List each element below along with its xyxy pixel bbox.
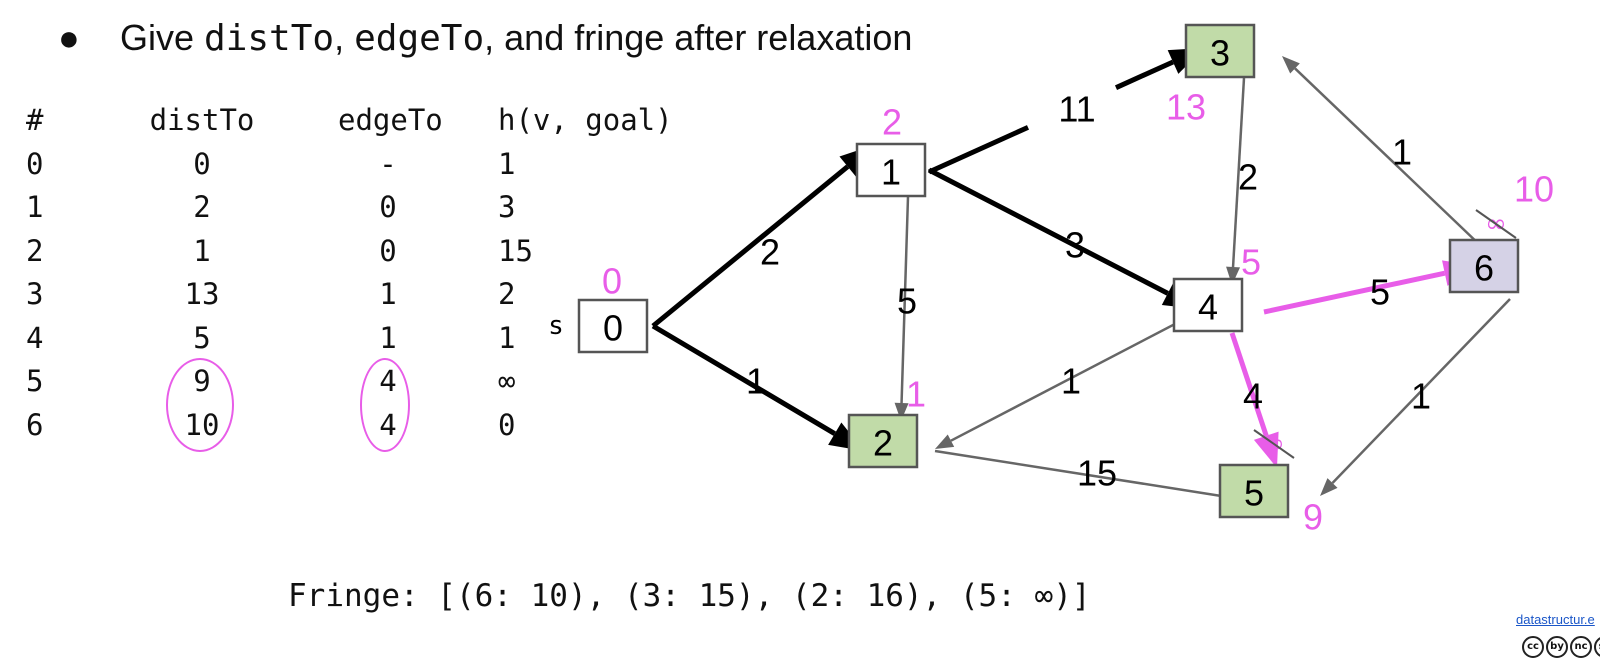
table-cell: 1 bbox=[498, 146, 516, 181]
table-cell: 13 bbox=[184, 277, 220, 311]
node-dist-label: 1 bbox=[906, 374, 926, 415]
edge-4-5: 4 bbox=[1229, 332, 1279, 468]
table-cell: 1 bbox=[26, 190, 44, 224]
edge-weight-label: 5 bbox=[897, 281, 917, 322]
fringe-text: Fringe: [(6: 10), (3: 15), (2: 16), (5: … bbox=[288, 578, 1091, 614]
table-cell: 1 bbox=[379, 320, 397, 355]
table-header: distTo bbox=[149, 103, 255, 137]
cc-license-badge: ccbyncsa bbox=[1522, 636, 1600, 658]
edge-2-5: 15 bbox=[934, 449, 1247, 505]
code-edgeto: edgeTo bbox=[354, 18, 485, 59]
edgeto-circle bbox=[360, 358, 410, 452]
table-cell: 0 bbox=[498, 407, 516, 442]
table-cell: 0 bbox=[379, 233, 397, 268]
table-cell: 15 bbox=[498, 233, 533, 268]
table-col-vertex: #0 1 2 3 4 5 6 bbox=[26, 99, 66, 447]
table-cell: 4 bbox=[26, 320, 44, 355]
node-label: 0 bbox=[603, 308, 623, 349]
arrowhead-icon bbox=[1253, 431, 1279, 468]
table-cell: 2 bbox=[498, 277, 516, 311]
cc-sa-icon: sa bbox=[1594, 636, 1600, 658]
code-distto: distTo bbox=[204, 18, 335, 59]
node-6: 610∞ bbox=[1448, 169, 1554, 294]
node-5: 59∞ bbox=[1218, 429, 1323, 538]
arrowhead-icon bbox=[1320, 478, 1338, 496]
arrowhead-icon bbox=[1282, 56, 1300, 74]
node-label: 1 bbox=[881, 152, 901, 193]
edge-weight-label: 2 bbox=[760, 232, 780, 273]
table-header: h(v, goal) bbox=[498, 103, 673, 137]
node-dist-label: 5 bbox=[1241, 242, 1261, 283]
cc-cc-icon: cc bbox=[1522, 636, 1544, 658]
strike-line bbox=[1475, 209, 1517, 239]
edge-0-1: 2 bbox=[651, 145, 874, 328]
table-cell: 3 bbox=[498, 190, 516, 224]
source-label: s bbox=[548, 311, 564, 341]
node-dist-label: 0 bbox=[602, 261, 622, 302]
table-cell: 0 bbox=[193, 146, 211, 181]
node-4: 45 bbox=[1172, 242, 1261, 333]
cc-nc-icon: nc bbox=[1570, 636, 1592, 658]
edge-4-6: 5 bbox=[1263, 260, 1478, 315]
table-cell: - bbox=[379, 146, 397, 181]
bullet-dot: ● bbox=[58, 17, 80, 58]
node-label: 5 bbox=[1244, 473, 1264, 514]
arrowhead-icon bbox=[894, 402, 909, 421]
node-dist-label: 2 bbox=[882, 102, 902, 143]
table-cell: 2 bbox=[193, 190, 211, 224]
table-cell: 3 bbox=[26, 277, 44, 311]
edge-4-2: 1 bbox=[935, 310, 1199, 449]
node-label: 6 bbox=[1474, 248, 1494, 289]
table-cell: 2 bbox=[26, 233, 44, 268]
cc-by-icon: by bbox=[1546, 636, 1568, 658]
edge-weight-label: 3 bbox=[1065, 225, 1085, 266]
table-cell: 1 bbox=[498, 320, 516, 355]
edge-3-4: 2 bbox=[1226, 77, 1258, 285]
edge-1-2: 5 bbox=[894, 196, 917, 421]
heading-text: Give distTo, edgeTo, and fringe after re… bbox=[120, 17, 913, 59]
edge-weight-label: 1 bbox=[1061, 361, 1081, 402]
edge-6-3: 1 bbox=[1282, 56, 1483, 248]
edge-weight-label: 2 bbox=[1238, 157, 1258, 198]
edge-weight-label: 5 bbox=[1370, 272, 1390, 313]
table-cell: 5 bbox=[26, 364, 44, 398]
edge-weight-label: 1 bbox=[1392, 132, 1412, 173]
edge-0-2: 1 bbox=[651, 323, 864, 451]
distto-circle bbox=[166, 358, 234, 452]
edge-weight-label: 1 bbox=[1411, 376, 1431, 417]
table-cell: 5 bbox=[193, 320, 211, 355]
license-link[interactable]: datastructur.e bbox=[1516, 612, 1595, 627]
edge-weight-label: 11 bbox=[1058, 89, 1095, 130]
strike-line bbox=[1253, 429, 1295, 459]
node-0: 00 bbox=[577, 261, 649, 354]
table-cell: 6 bbox=[26, 407, 44, 442]
node-label: 3 bbox=[1210, 33, 1230, 74]
node-label: 2 bbox=[873, 423, 893, 464]
table-cell: ∞ bbox=[498, 364, 516, 398]
node-dist-label: 9 bbox=[1303, 497, 1323, 538]
node-label: 4 bbox=[1198, 287, 1218, 328]
edge-1-4: 3 bbox=[927, 167, 1198, 309]
table-header: edgeTo bbox=[338, 103, 443, 137]
edge-weight-label: 4 bbox=[1243, 376, 1263, 417]
node-dist-label: 10 bbox=[1514, 169, 1554, 210]
edge-weight-label: 1 bbox=[746, 361, 766, 402]
edge-1-3: 11 bbox=[927, 48, 1204, 175]
table-cell: 0 bbox=[26, 146, 44, 181]
edge-weight-label: 15 bbox=[1077, 453, 1117, 494]
arrowhead-icon bbox=[935, 434, 955, 449]
table-cell: 0 bbox=[379, 190, 397, 224]
table-header: # bbox=[26, 103, 44, 137]
node-dist-label: 13 bbox=[1166, 87, 1206, 128]
table-cell: 1 bbox=[193, 233, 211, 268]
arrowhead-icon bbox=[1226, 266, 1241, 285]
table-col-heuristic: h(v, goal) 1 3 15 2 1 ∞ 0 bbox=[498, 99, 698, 447]
node-1: 12 bbox=[855, 102, 927, 198]
table-cell: 1 bbox=[379, 277, 397, 311]
edge-6-5: 1 bbox=[1320, 298, 1511, 496]
node-3: 313 bbox=[1166, 23, 1256, 128]
node-2: 21 bbox=[847, 374, 926, 469]
